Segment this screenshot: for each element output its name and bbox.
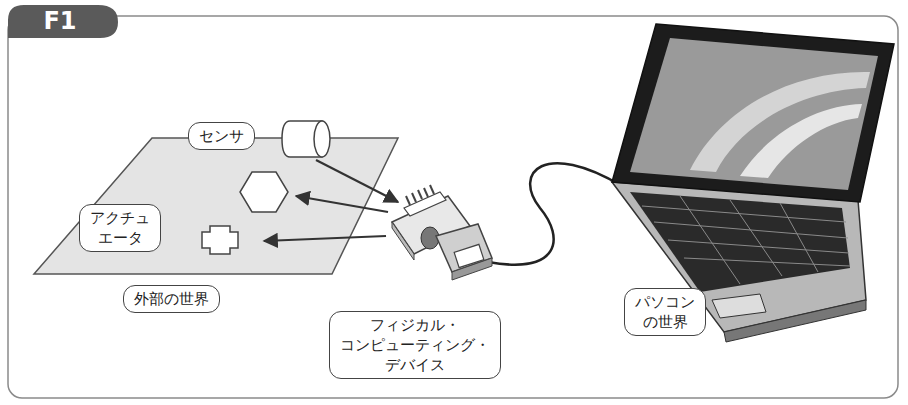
- figure-tab: [8, 5, 118, 40]
- laptop: [612, 24, 894, 342]
- label-text: アクチュ エータ: [90, 208, 150, 248]
- label-text: フィジカル・ コンピューティング・ デバイス: [340, 315, 490, 375]
- signal-arrow: [316, 160, 398, 202]
- sensor-cylinder: [282, 121, 330, 157]
- label-text: パソコン の世界: [635, 292, 695, 332]
- signal-arrow: [296, 196, 388, 212]
- frame: [8, 16, 898, 398]
- label-text: センサ: [199, 126, 244, 146]
- figure-number: F1: [43, 7, 76, 35]
- label-text: 外部の世界: [134, 289, 209, 309]
- label-box: フィジカル・ コンピューティング・ デバイス: [329, 311, 501, 379]
- label-box: パソコン の世界: [624, 288, 706, 336]
- actuator-cross: [202, 226, 238, 254]
- label-box: センサ: [188, 122, 255, 150]
- usb-cable: [488, 163, 622, 264]
- world-board: [34, 138, 398, 274]
- actuator-hexagon: [240, 172, 288, 212]
- signal-arrow: [264, 236, 386, 241]
- label-box: 外部の世界: [123, 285, 220, 313]
- device-board: [392, 185, 492, 280]
- label-box: アクチュ エータ: [79, 204, 161, 252]
